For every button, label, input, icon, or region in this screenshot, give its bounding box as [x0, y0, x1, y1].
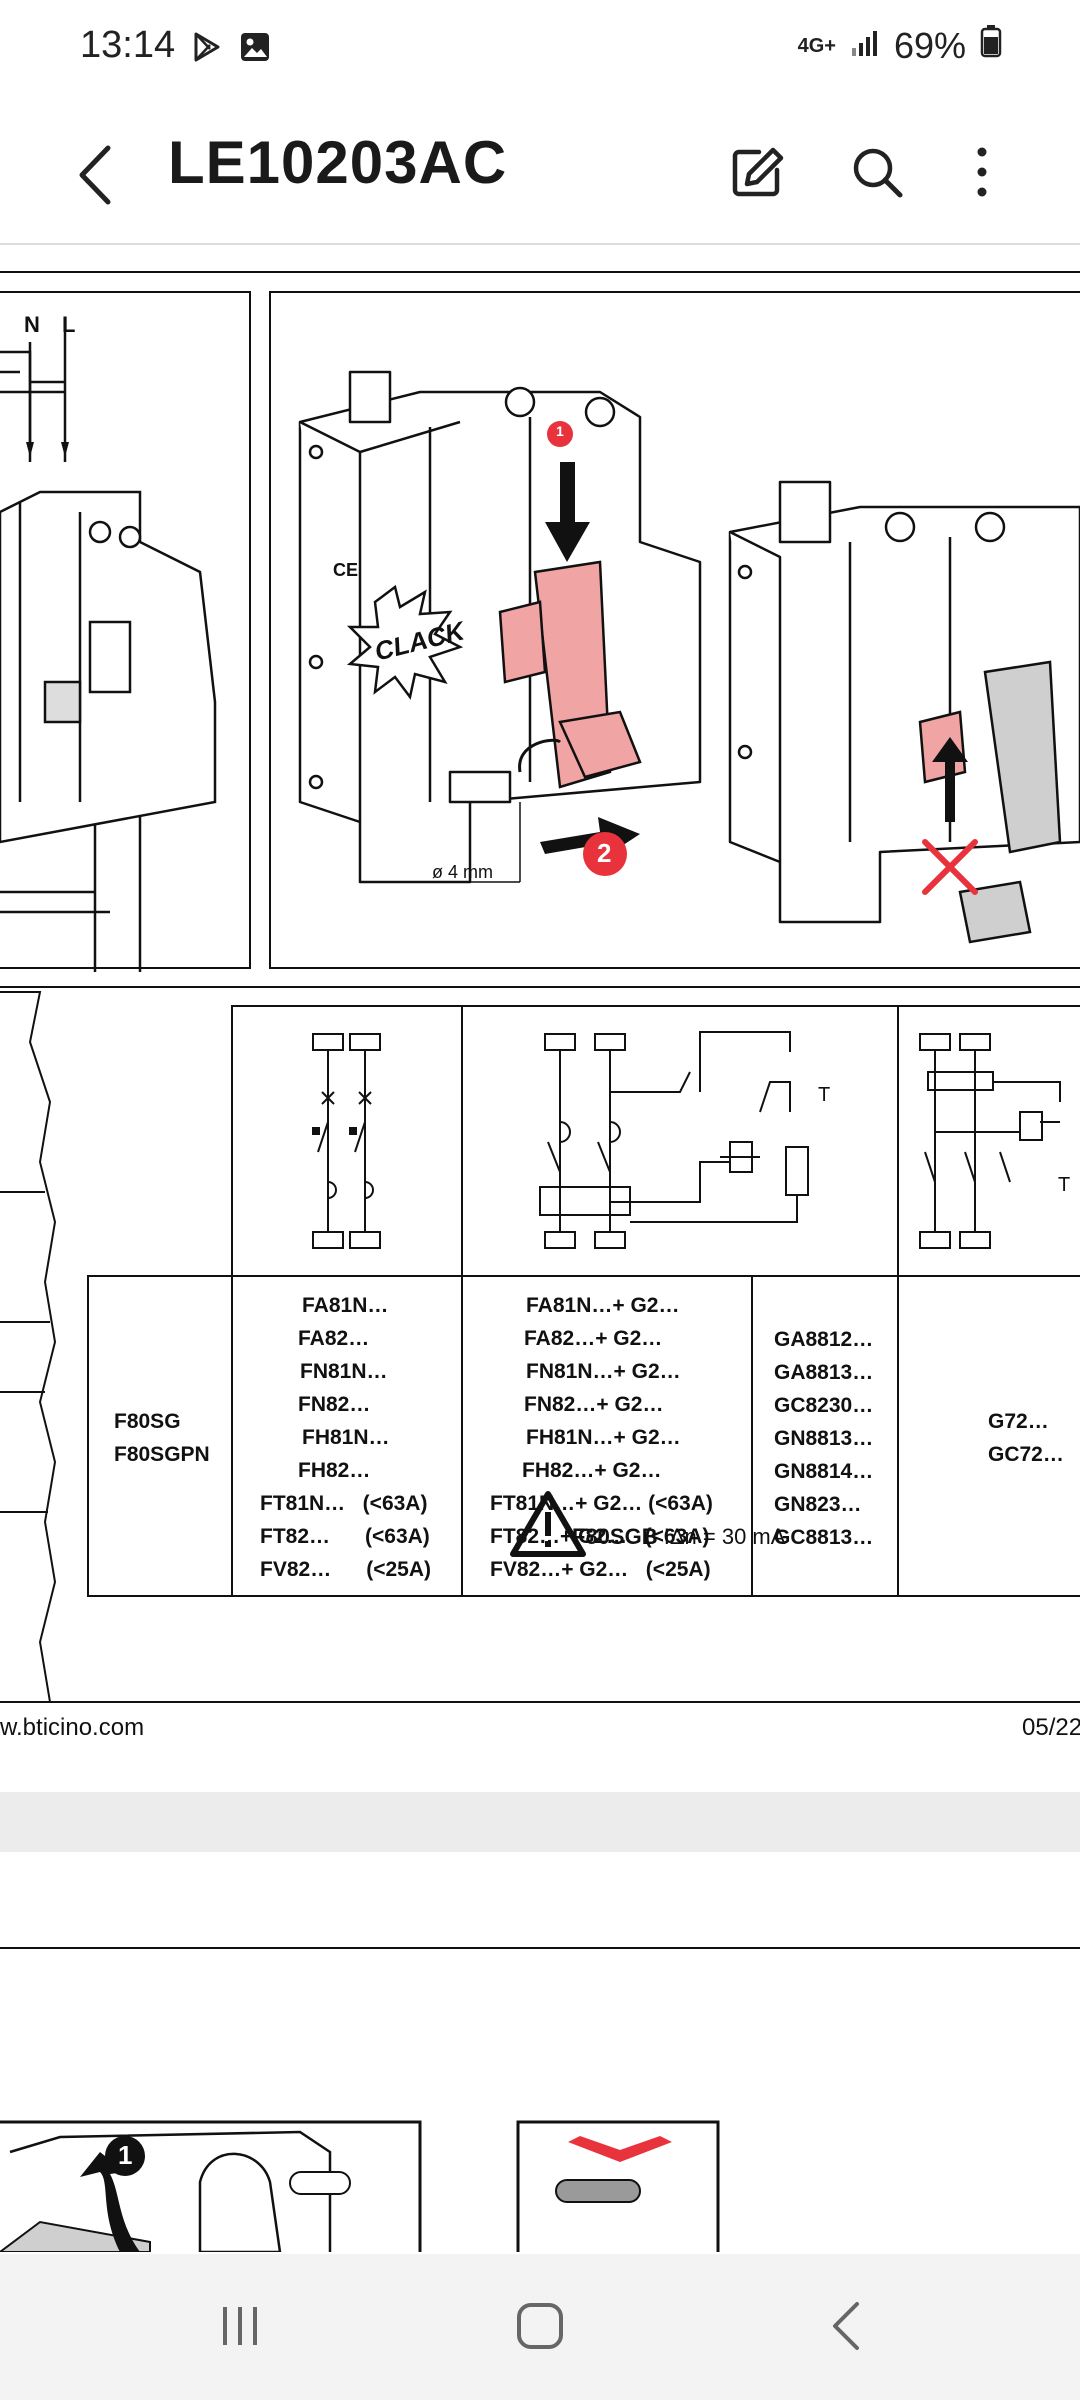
document-page: N L 1 2 CLACK ø 4 mm CE T T F80SG F80SGP… [0, 242, 1080, 1792]
footer-date: 05/22 [1022, 1714, 1080, 1741]
table-col-2: FA81N… FA82… FN81N… FN82… FH81N… FH82… F… [260, 1294, 431, 1582]
status-notification-icons [190, 30, 272, 69]
table-cell: FT81N… (<63A) [260, 1492, 428, 1515]
table-cell: FN82…+ G2… [524, 1393, 664, 1416]
status-bar: 13:14 4G+ 69% [0, 0, 1080, 100]
more-vert-icon [977, 147, 987, 197]
table-cell: FV82… (<25A) [260, 1558, 431, 1581]
table-cell: FH82…+ G2… [522, 1459, 662, 1482]
recents-icon [223, 2307, 257, 2345]
wiring-label-n: N [24, 312, 40, 337]
nav-back-icon [833, 2302, 859, 2350]
table-cell: FT81N…+ G2… (<63A) [490, 1492, 713, 1515]
warning-note: F80SGB IΔn = 30 mA [572, 1524, 785, 1550]
schematic-t-label-2: T [1058, 1174, 1071, 1196]
home-icon [517, 2303, 563, 2349]
warning-spec: IΔn = 30 mA [663, 1524, 786, 1549]
table-col-4: GA8812… GA8813… GC8230… GN8813… GN8814… … [774, 1328, 873, 1550]
table-cell: GN8813… [774, 1427, 874, 1450]
page-drawing [0, 243, 1080, 1703]
gallery-icon [238, 30, 272, 69]
recents-button[interactable] [210, 2296, 270, 2356]
system-back-button[interactable] [815, 2296, 875, 2356]
table-cell: FN81N…+ G2… [526, 1360, 681, 1383]
table-cell: FT82… (<63A) [260, 1525, 430, 1548]
table-cell: FA81N… [302, 1294, 389, 1317]
step-1-badge: 1 [556, 423, 564, 439]
signal-icon [850, 25, 880, 67]
step-2-badge: 2 [597, 838, 612, 868]
table-cell: FH82… [298, 1459, 371, 1482]
table-col-5: G72… GC72… [988, 1410, 1064, 1467]
table-cell: G72… [988, 1410, 1049, 1433]
table-col-3: FA81N…+ G2… FA82…+ G2… FN81N…+ G2… FN82…… [490, 1294, 713, 1582]
system-nav-bar [0, 2254, 1080, 2400]
diameter-label: ø 4 mm [432, 862, 493, 882]
document-title: LE10203AC [168, 129, 508, 196]
back-arrow-icon [79, 145, 111, 205]
wiring-label-l: L [62, 312, 76, 337]
table-cell: FN81N… [300, 1360, 388, 1383]
table-cell: GN8814… [774, 1460, 874, 1483]
table-cell: F80SGPN [114, 1443, 210, 1466]
status-right: 4G+ 69% [798, 24, 1002, 67]
home-button[interactable] [510, 2296, 570, 2356]
page2-drawing [0, 1947, 1080, 2252]
table-cell: GN823… [774, 1493, 862, 1516]
status-time: 13:14 [80, 24, 176, 66]
table-cell: F80SG [114, 1410, 181, 1433]
back-button[interactable] [64, 130, 124, 220]
table-cell: GA8813… [774, 1361, 874, 1384]
search-icon [853, 148, 903, 198]
table-cell: GC8230… [774, 1394, 874, 1417]
footer-url[interactable]: w.bticino.com [0, 1714, 145, 1741]
table-cell: GA8812… [774, 1328, 874, 1351]
table-col-model: F80SG F80SGPN [114, 1410, 210, 1467]
schematic-t-label: T [818, 1084, 831, 1106]
warning-model: F80SGB [572, 1524, 658, 1549]
search-button[interactable] [842, 132, 912, 212]
page-separator [0, 1792, 1080, 1852]
network-type: 4G+ [797, 34, 836, 57]
document-viewer[interactable]: N L 1 2 CLACK ø 4 mm CE T T F80SG F80SGP… [0, 242, 1080, 2254]
table-cell: FH81N… [302, 1426, 390, 1449]
app-bar: LE10203AC [0, 100, 1080, 250]
edit-icon [732, 147, 784, 197]
table-cell: FH81N…+ G2… [526, 1426, 681, 1449]
table-cell: GC8813… [774, 1526, 874, 1549]
page2-step-badge: 1 [118, 2140, 133, 2170]
more-options-button[interactable] [952, 132, 1012, 212]
battery-icon [980, 24, 1002, 67]
battery-level: 69% [893, 24, 966, 66]
warning-text: F80SGB IΔn = 30 mA [572, 1524, 785, 1550]
table-cell: FA82… [298, 1327, 370, 1350]
table-cell: FT82…+ G2… (<63A) [490, 1525, 710, 1548]
edit-button[interactable] [722, 132, 792, 212]
table-cell: FN82… [298, 1393, 371, 1416]
document-page-next: 1 [0, 1852, 1080, 2254]
ce-mark: CE [333, 560, 359, 580]
table-cell: FV82…+ G2… (<25A) [490, 1558, 711, 1581]
play-store-icon [190, 30, 224, 69]
table-cell: FA81N…+ G2… [526, 1294, 680, 1317]
table-cell: GC72… [988, 1443, 1064, 1466]
table-cell: FA82…+ G2… [524, 1327, 663, 1350]
